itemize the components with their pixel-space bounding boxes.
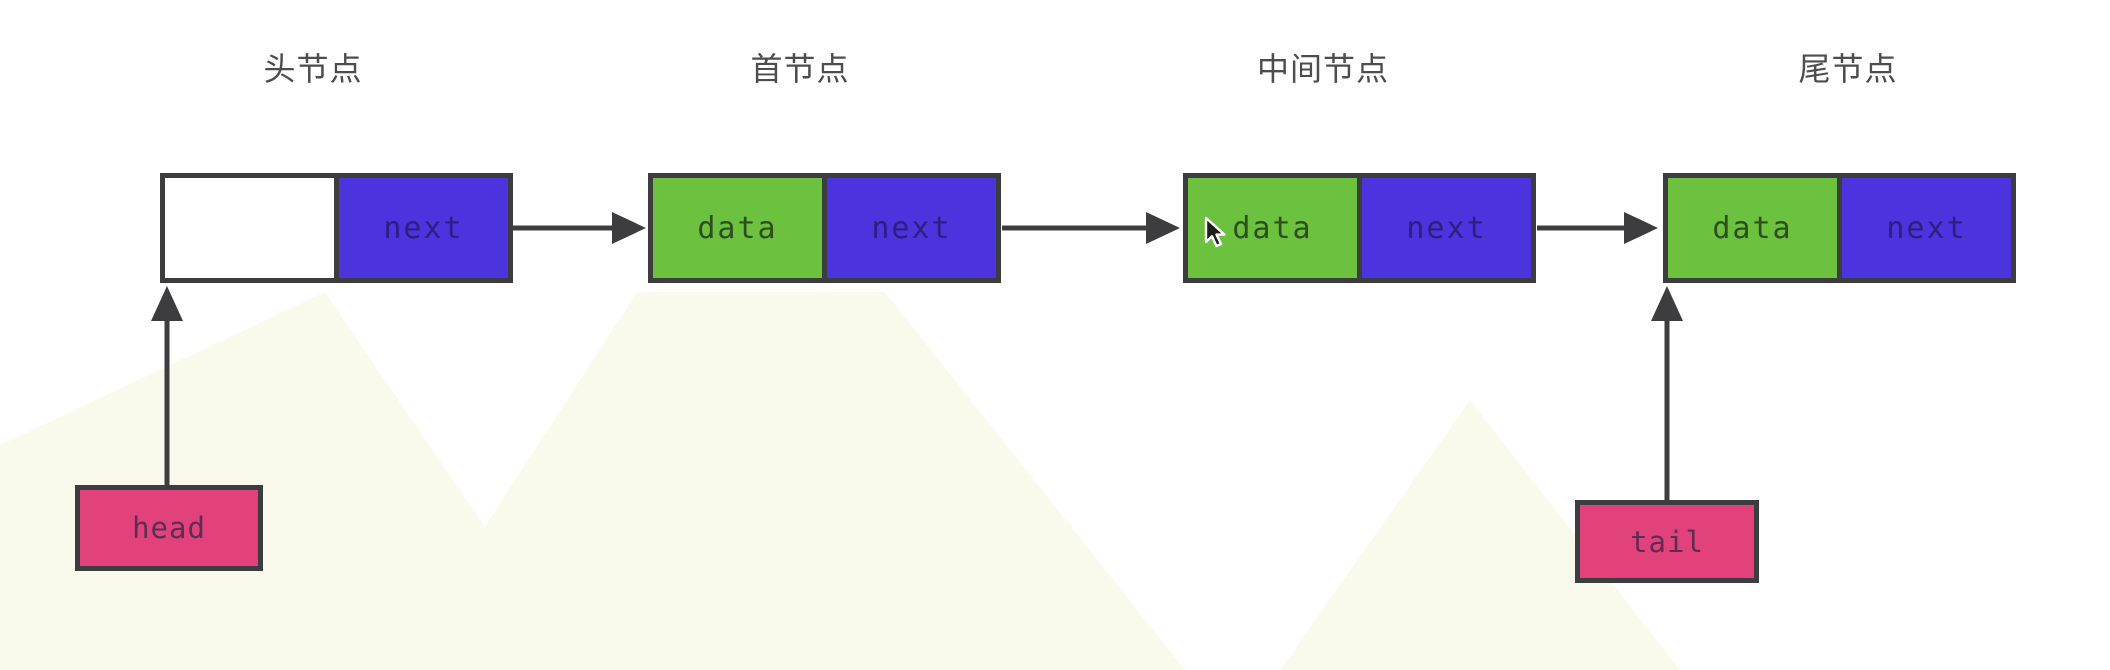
column-label-middle-node: 中间节点 xyxy=(1256,50,1390,88)
next-cell: next xyxy=(822,178,996,278)
next-cell: next xyxy=(1837,178,2011,278)
mouse-cursor-icon xyxy=(1204,216,1226,248)
column-label-tail-node: 尾节点 xyxy=(1798,50,1898,88)
column-label-first-node: 首节点 xyxy=(750,50,850,88)
background-watermark xyxy=(0,292,1680,670)
next-cell-label: next xyxy=(1886,210,1967,246)
arrow-node1-to-node2 xyxy=(513,212,646,244)
arrow-head-to-node1 xyxy=(151,286,183,485)
node-4-tail-node: data next xyxy=(1663,173,2016,283)
next-cell-label: next xyxy=(1406,210,1487,246)
tail-pointer-box: tail xyxy=(1575,500,1759,583)
arrow-tail-to-node4 xyxy=(1651,286,1683,500)
data-cell: data xyxy=(653,178,822,278)
next-cell-label: next xyxy=(383,210,464,246)
node-2-first-node: data next xyxy=(648,173,1001,283)
empty-data-cell xyxy=(165,178,334,278)
arrow-node3-to-node4 xyxy=(1537,212,1658,244)
next-cell-label: next xyxy=(871,210,952,246)
arrow-node2-to-node3 xyxy=(1002,212,1180,244)
column-label-head-node: 头节点 xyxy=(263,50,363,88)
data-cell: data xyxy=(1668,178,1837,278)
data-cell-label: data xyxy=(1712,210,1793,246)
next-cell: next xyxy=(334,178,508,278)
tail-pointer-label: tail xyxy=(1630,524,1704,559)
data-cell-label: data xyxy=(1232,210,1313,246)
head-pointer-label: head xyxy=(132,511,206,545)
node-1-head-node: next xyxy=(160,173,513,283)
node-3-middle-node: data next xyxy=(1183,173,1536,283)
next-cell: next xyxy=(1357,178,1531,278)
data-cell-label: data xyxy=(697,210,778,246)
head-pointer-box: head xyxy=(75,485,263,571)
